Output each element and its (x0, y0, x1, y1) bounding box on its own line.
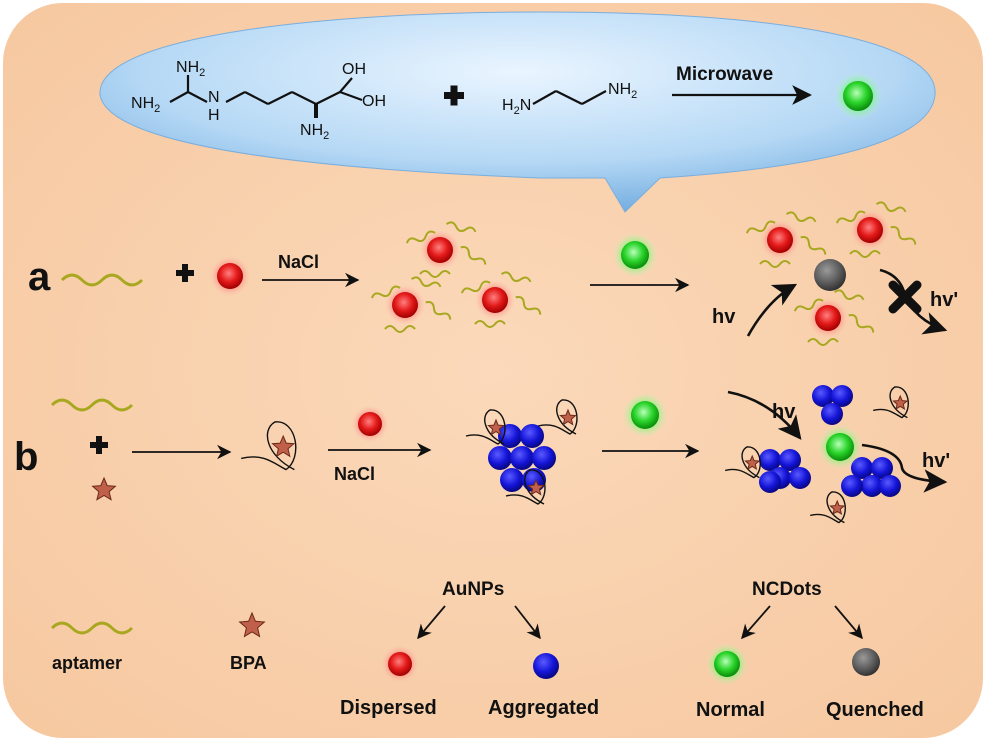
legend-aunps: AuNPs (442, 579, 504, 600)
microwave-label: Microwave (676, 64, 773, 85)
aptamer-icon (50, 398, 134, 412)
arginine-oh-right: OH (362, 93, 386, 110)
aunps-to-dispersed-arrow (417, 605, 446, 640)
arginine-nh2-left: NH2 (131, 95, 160, 115)
fluorescence-scheme (725, 385, 909, 524)
legend-aggregated: Aggregated (488, 697, 599, 719)
arginine-structure (169, 75, 363, 118)
row-a-label: a (28, 255, 51, 299)
arginine-labels: NH2 NH2 N H NH2 OH OH (131, 59, 386, 142)
hv-out-label: hv' (922, 450, 950, 472)
ncdot-product-icon (834, 72, 882, 120)
arginine-nh: N (208, 89, 220, 106)
legend-dispersed: Dispersed (340, 697, 437, 719)
legend-quenched: Quenched (826, 699, 924, 721)
plus-icon (176, 264, 194, 282)
legend-aptamer: aptamer (52, 653, 122, 673)
ncdot-normal-icon (622, 392, 668, 438)
arginine-oh-top: OH (342, 61, 366, 78)
ethylenediamine-h2n: H2N (502, 97, 531, 117)
legend-normal: Normal (696, 699, 765, 721)
excitation-arrow (746, 283, 798, 337)
ncdot-normal-icon (612, 232, 658, 278)
legend-ncdots: NCDots (752, 579, 822, 600)
arginine-nh2-top: NH2 (176, 59, 205, 79)
aunp-dispersed-icon (381, 645, 419, 683)
aunp-dispersed-icon (351, 405, 389, 443)
quenching-scheme (745, 201, 917, 346)
aptamer-coated-aunps (370, 221, 542, 333)
emission-arrow (861, 443, 948, 493)
ncdot-quenched-icon (852, 648, 880, 676)
hv-in-label: hv (772, 401, 796, 423)
hv-out-label: hv' (930, 289, 958, 311)
nacl-label: NaCl (334, 464, 375, 484)
excitation-arrow (727, 390, 802, 440)
synthesis-bubble (99, 11, 936, 213)
ncdots-to-quenched-arrow (834, 605, 863, 640)
aggregated-aunps (465, 399, 578, 505)
blocked-icon (888, 280, 922, 314)
ethylenediamine-nh2: NH2 (608, 81, 637, 101)
aunps-to-aggregated-arrow (514, 605, 541, 640)
ethylenediamine-structure (532, 90, 607, 105)
plus-icon (444, 85, 464, 106)
arginine-h: H (208, 107, 220, 124)
row-b-label: b (14, 435, 38, 479)
aptamer-icon (60, 273, 144, 287)
aptamer-bpa-complex (241, 421, 297, 471)
ncdots-to-normal-arrow (741, 605, 771, 640)
aptamer-icon (50, 621, 134, 635)
hv-in-label: hv (712, 306, 736, 328)
aunp-dispersed-icon (209, 255, 251, 297)
ncdot-normal-icon (706, 643, 748, 685)
nacl-label: NaCl (278, 252, 319, 272)
legend-bpa: BPA (230, 653, 267, 673)
aunp-aggregated-icon (533, 653, 559, 679)
bpa-icon (238, 611, 266, 638)
bpa-icon (91, 476, 117, 501)
arginine-nh2-bottom: NH2 (300, 122, 329, 142)
background-panel (3, 3, 983, 738)
plus-icon (90, 436, 108, 454)
